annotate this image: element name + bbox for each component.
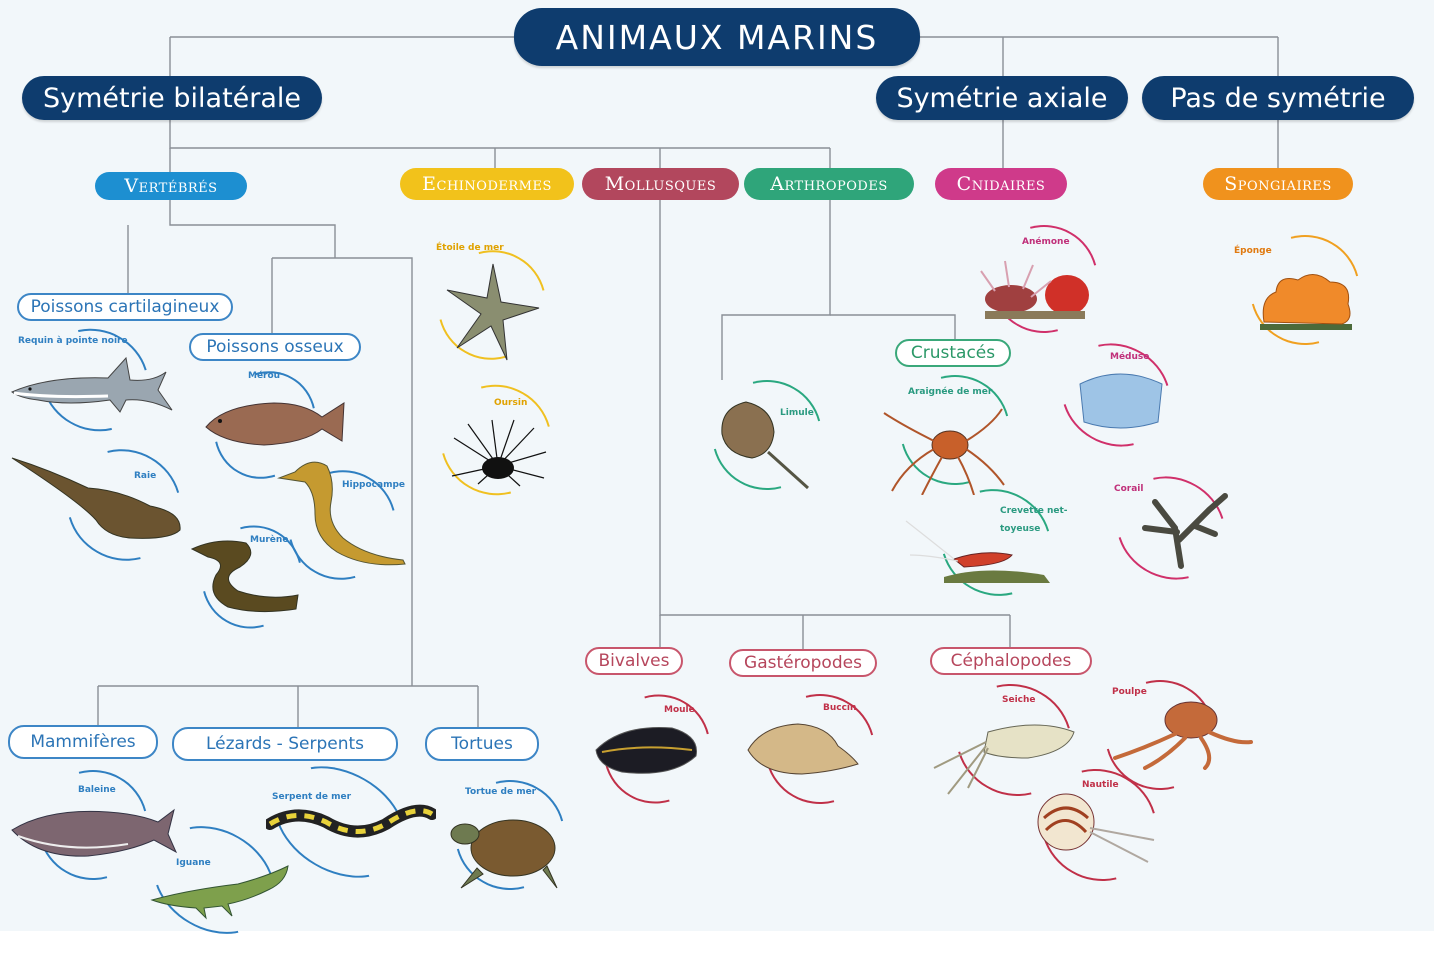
subcategory-cartilagineux: Poissons cartilagineux — [17, 293, 233, 321]
subcategory-gasteropodes: Gastéropodes — [729, 649, 877, 677]
group-none: Pas de symétrie — [1142, 76, 1414, 120]
moray-image — [188, 535, 303, 615]
subcategory-tortues: Tortues — [425, 727, 539, 761]
iguana-image — [148, 860, 293, 920]
coral-image — [1135, 488, 1233, 570]
label-eponge: Éponge — [1234, 246, 1272, 256]
label-merou: Mérou — [248, 371, 280, 381]
subcategory-osseux: Poissons osseux — [189, 333, 361, 361]
starfish-image — [445, 262, 541, 362]
subcategory-cephalopodes: Céphalopodes — [930, 647, 1092, 675]
label-oursin: Oursin — [494, 398, 527, 408]
label-requin: Requin à pointe noire — [18, 336, 128, 346]
sponge-image — [1256, 268, 1356, 330]
group-bilateral: Symétrie bilatérale — [22, 76, 322, 120]
category-vertebres: Vertébrés — [95, 172, 247, 200]
subcategory-crustaces: Crustacés — [895, 339, 1011, 367]
label-anemone: Anémone — [1022, 237, 1070, 247]
sea-urchin-image — [448, 418, 548, 488]
label-etoile: Étoile de mer — [436, 243, 504, 253]
label-araignee: Araignée de mer — [908, 387, 992, 397]
subcategory-mammiferes: Mammifères — [8, 725, 158, 759]
map-title: ANIMAUX MARINS — [514, 8, 920, 66]
jellyfish-image — [1076, 370, 1166, 430]
anemone-image — [975, 255, 1095, 321]
horseshoe-crab-image — [716, 398, 812, 490]
mind-map: ANIMAUX MARINS Symétrie bilatérale Symét… — [0, 0, 1434, 931]
subcategory-lezards: Lézards - Serpents — [172, 727, 398, 761]
label-meduse: Méduse — [1110, 352, 1149, 362]
turtle-image — [447, 808, 567, 893]
subcategory-bivalves: Bivalves — [585, 647, 683, 675]
category-arthropodes: Arthropodes — [744, 168, 914, 200]
nautilus-image — [1030, 788, 1158, 870]
mussel-image — [592, 720, 704, 782]
octopus-image — [1105, 698, 1255, 770]
label-baleine: Baleine — [78, 785, 116, 795]
shrimp-image — [904, 515, 1054, 585]
ray-image — [10, 450, 185, 545]
shark-image — [8, 352, 178, 418]
group-axial: Symétrie axiale — [876, 76, 1128, 120]
sea-snake-image — [266, 800, 436, 860]
category-echinodermes: Echinodermes — [400, 168, 574, 200]
whale-image — [8, 800, 178, 866]
label-seiche: Seiche — [1002, 695, 1036, 705]
category-cnidaires: Cnidaires — [935, 168, 1067, 200]
category-mollusques: Mollusques — [582, 168, 739, 200]
label-moule: Moule — [664, 705, 695, 715]
label-poulpe: Poulpe — [1112, 687, 1147, 697]
whelk-image — [742, 716, 860, 780]
spider-crab-image — [882, 405, 1007, 495]
label-tortue: Tortue de mer — [465, 787, 536, 797]
label-buccin: Buccin — [823, 703, 856, 713]
grouper-image — [204, 395, 349, 450]
category-spongiaires: Spongiaires — [1203, 168, 1353, 200]
